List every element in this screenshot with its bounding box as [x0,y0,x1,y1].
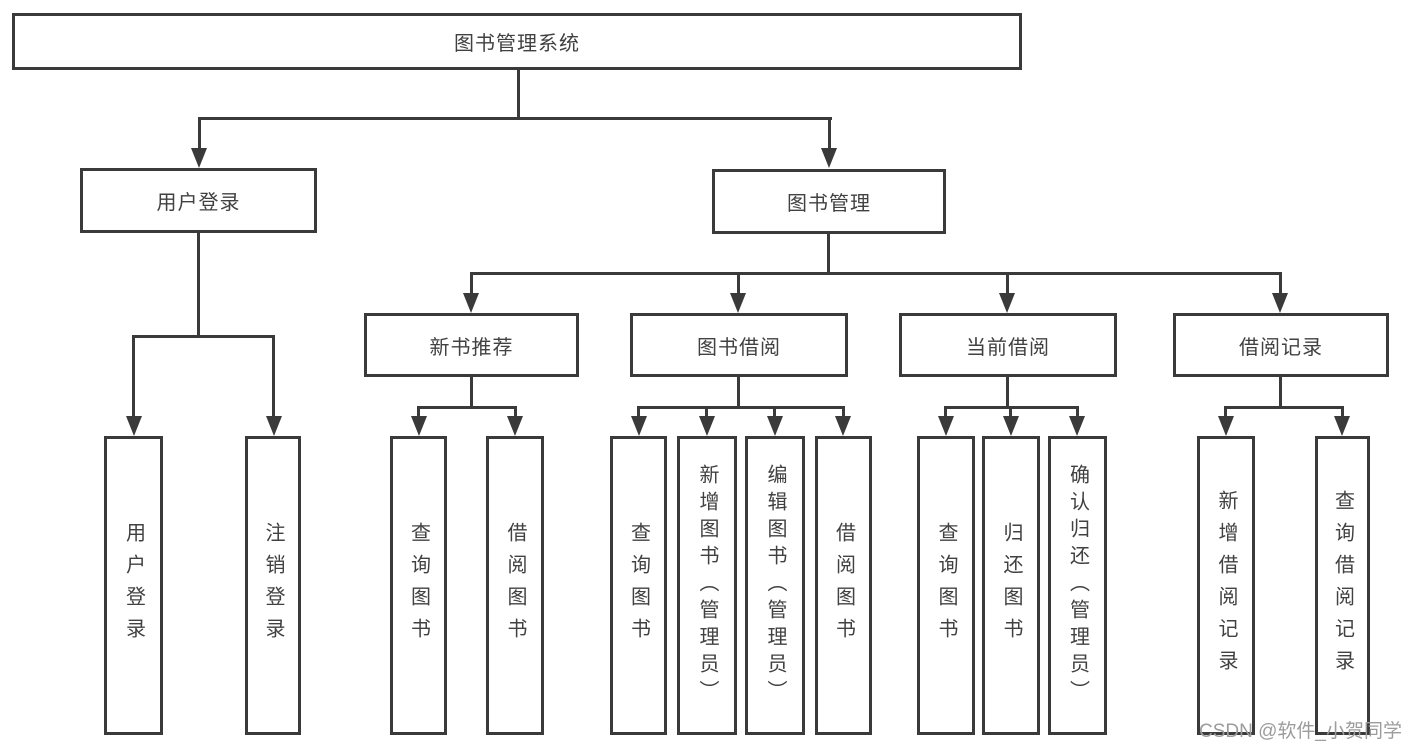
connector-stem [1279,272,1282,297]
connector-stem [1009,406,1012,420]
leaf-newbook-query: 查询图书 [390,436,447,735]
connector-stem [1076,406,1079,420]
connector-stem [514,406,517,420]
connector-records-drop [1279,377,1282,406]
node-root: 图书管理系统 [12,13,1022,70]
connector-bookmgmt-bar [470,272,1282,275]
arrow-down-icon [767,416,783,436]
connector-stem-bookmgmt [828,117,831,150]
leaf-label: 用户登录 [122,521,145,650]
leaf-label: 归还图书 [1000,521,1022,650]
arrow-down-icon [126,416,142,436]
connector-borrow-drop [737,377,740,406]
connector-stem [1341,406,1344,420]
leaf-logout: 注销登录 [245,436,301,735]
connector-stem [705,406,708,420]
arrow-down-icon [507,416,523,436]
leaf-label: 查询图书 [407,521,430,650]
arrow-down-icon [1218,416,1234,436]
leaf-user-login: 用户登录 [104,436,163,735]
leaf-label: 注销登录 [262,521,284,650]
node-records: 借阅记录 [1173,313,1389,377]
connector-stem [737,272,740,297]
leaf-borrow-borrow: 借阅图书 [815,436,872,735]
connector-bookmgmt-drop [827,234,830,272]
connector-stem [944,406,947,420]
leaf-label: 编辑图书（管理员） [764,464,786,707]
node-new-book-label: 新书推荐 [429,336,514,359]
leaf-label: 确认归还（管理员） [1066,464,1089,707]
node-borrow-label: 图书借阅 [697,336,781,359]
node-borrow: 图书借阅 [630,313,848,377]
watermark: CSDN @软件_小贺同学 [1199,721,1402,742]
leaf-label: 借阅图书 [832,521,855,650]
connector-newbook-bar [417,406,517,409]
arrow-down-icon [191,148,207,168]
arrow-down-icon [835,416,851,436]
node-root-label: 图书管理系统 [454,33,580,55]
arrow-down-icon [411,416,427,436]
arrow-down-icon [1003,416,1019,436]
leaf-records-add: 新增借阅记录 [1197,436,1255,735]
arrow-down-icon [1069,416,1085,436]
connector-stem [132,335,135,420]
connector-stem [417,406,420,420]
connector-current-drop [1006,377,1009,406]
connector-stem [1006,272,1009,297]
node-user-login-branch-label: 用户登录 [156,192,241,214]
node-user-login-branch: 用户登录 [80,168,317,233]
arrow-down-icon [821,148,837,168]
node-current: 当前借阅 [899,313,1117,377]
arrow-down-icon [631,416,647,436]
arrow-down-icon [266,416,282,436]
arrow-down-icon [999,293,1015,313]
connector-stem [773,406,776,420]
arrow-down-icon [1334,416,1350,436]
arrow-down-icon [699,416,715,436]
connector-userlogin-drop [197,233,200,335]
leaf-label: 查询图书 [627,521,650,650]
connector-stem-userlogin [198,117,201,150]
leaf-borrow-add-admin: 新增图书（管理员） [677,436,737,735]
leaf-label: 查询借阅记录 [1331,489,1354,682]
leaf-borrow-query: 查询图书 [610,436,667,735]
leaf-current-query: 查询图书 [917,436,975,735]
leaf-current-return: 归还图书 [982,436,1040,735]
node-book-mgmt-branch-label: 图书管理 [787,193,871,215]
arrow-down-icon [1272,293,1288,313]
leaf-current-confirm-admin: 确认归还（管理员） [1048,436,1107,735]
connector-borrow-bar [637,406,845,409]
connector-newbook-drop [470,377,473,406]
connector-stem [842,406,845,420]
leaf-label: 新增图书（管理员） [696,464,718,707]
arrow-down-icon [938,416,954,436]
connector-records-bar [1224,406,1344,409]
leaf-records-query: 查询借阅记录 [1315,436,1370,735]
connector-root-drop [517,70,520,117]
arrow-down-icon [730,293,746,313]
arrow-down-icon [463,293,479,313]
leaf-label: 新增借阅记录 [1215,489,1237,682]
connector-userlogin-bar [132,335,275,338]
leaf-label: 借阅图书 [504,521,526,650]
node-current-label: 当前借阅 [966,336,1050,359]
connector-stem [637,406,640,420]
connector-root-bar [198,117,832,120]
leaf-label: 查询图书 [935,521,957,650]
connector-stem [272,335,275,420]
node-records-label: 借阅记录 [1239,336,1323,359]
connector-stem [470,272,473,297]
leaf-borrow-edit-admin: 编辑图书（管理员） [745,436,805,735]
connector-stem [1224,406,1227,420]
leaf-newbook-borrow: 借阅图书 [486,436,544,735]
node-new-book: 新书推荐 [364,313,579,377]
node-book-mgmt-branch: 图书管理 [712,169,946,234]
